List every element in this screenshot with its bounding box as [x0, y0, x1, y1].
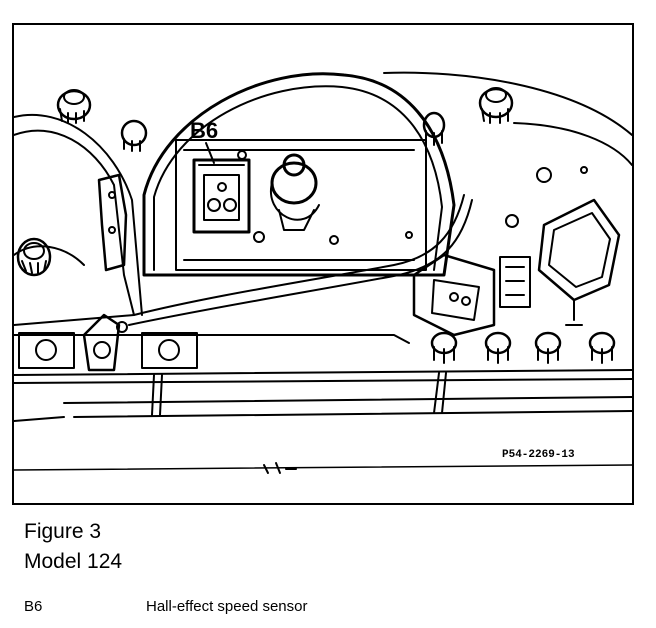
hall-speed-sensor-b6 — [192, 158, 251, 234]
diagram-frame: P54-2269-13 B6 — [12, 23, 634, 505]
instrument-cluster-drawing: P54-2269-13 B6 — [14, 71, 632, 474]
legend-description: Hall-effect speed sensor — [146, 598, 308, 615]
right-tilted-housing — [537, 198, 621, 326]
left-knob — [16, 237, 52, 277]
right-relay — [499, 256, 531, 308]
bottom-knob-2 — [484, 331, 512, 364]
speedometer-drive — [269, 153, 320, 231]
right-connector — [412, 253, 496, 337]
lower-left-clip — [82, 313, 128, 372]
bottom-knob-4 — [588, 331, 616, 364]
sensor-plate — [175, 139, 427, 271]
figure-model: Model 124 — [24, 550, 123, 573]
left-housing — [14, 129, 135, 326]
top-right-knob-1 — [478, 87, 514, 124]
b6-callout-label: B6 — [190, 118, 218, 143]
lower-left-box-1 — [18, 332, 75, 369]
lower-trim-rail — [14, 334, 410, 344]
right-housing — [383, 71, 632, 136]
bottom-knob-3 — [534, 331, 562, 364]
left-bracket — [97, 173, 128, 272]
wiring-harness — [133, 194, 465, 316]
figure-title: Figure 3 — [24, 520, 102, 543]
lower-left-box-2 — [141, 332, 198, 369]
central-housing — [142, 72, 456, 277]
callout-leader — [205, 142, 215, 164]
top-left-knob — [56, 89, 92, 124]
legend-code: B6 — [24, 598, 43, 615]
bottom-knob-1 — [430, 331, 458, 364]
top-center-knob — [120, 119, 148, 152]
part-number-label: P54-2269-13 — [502, 449, 575, 461]
